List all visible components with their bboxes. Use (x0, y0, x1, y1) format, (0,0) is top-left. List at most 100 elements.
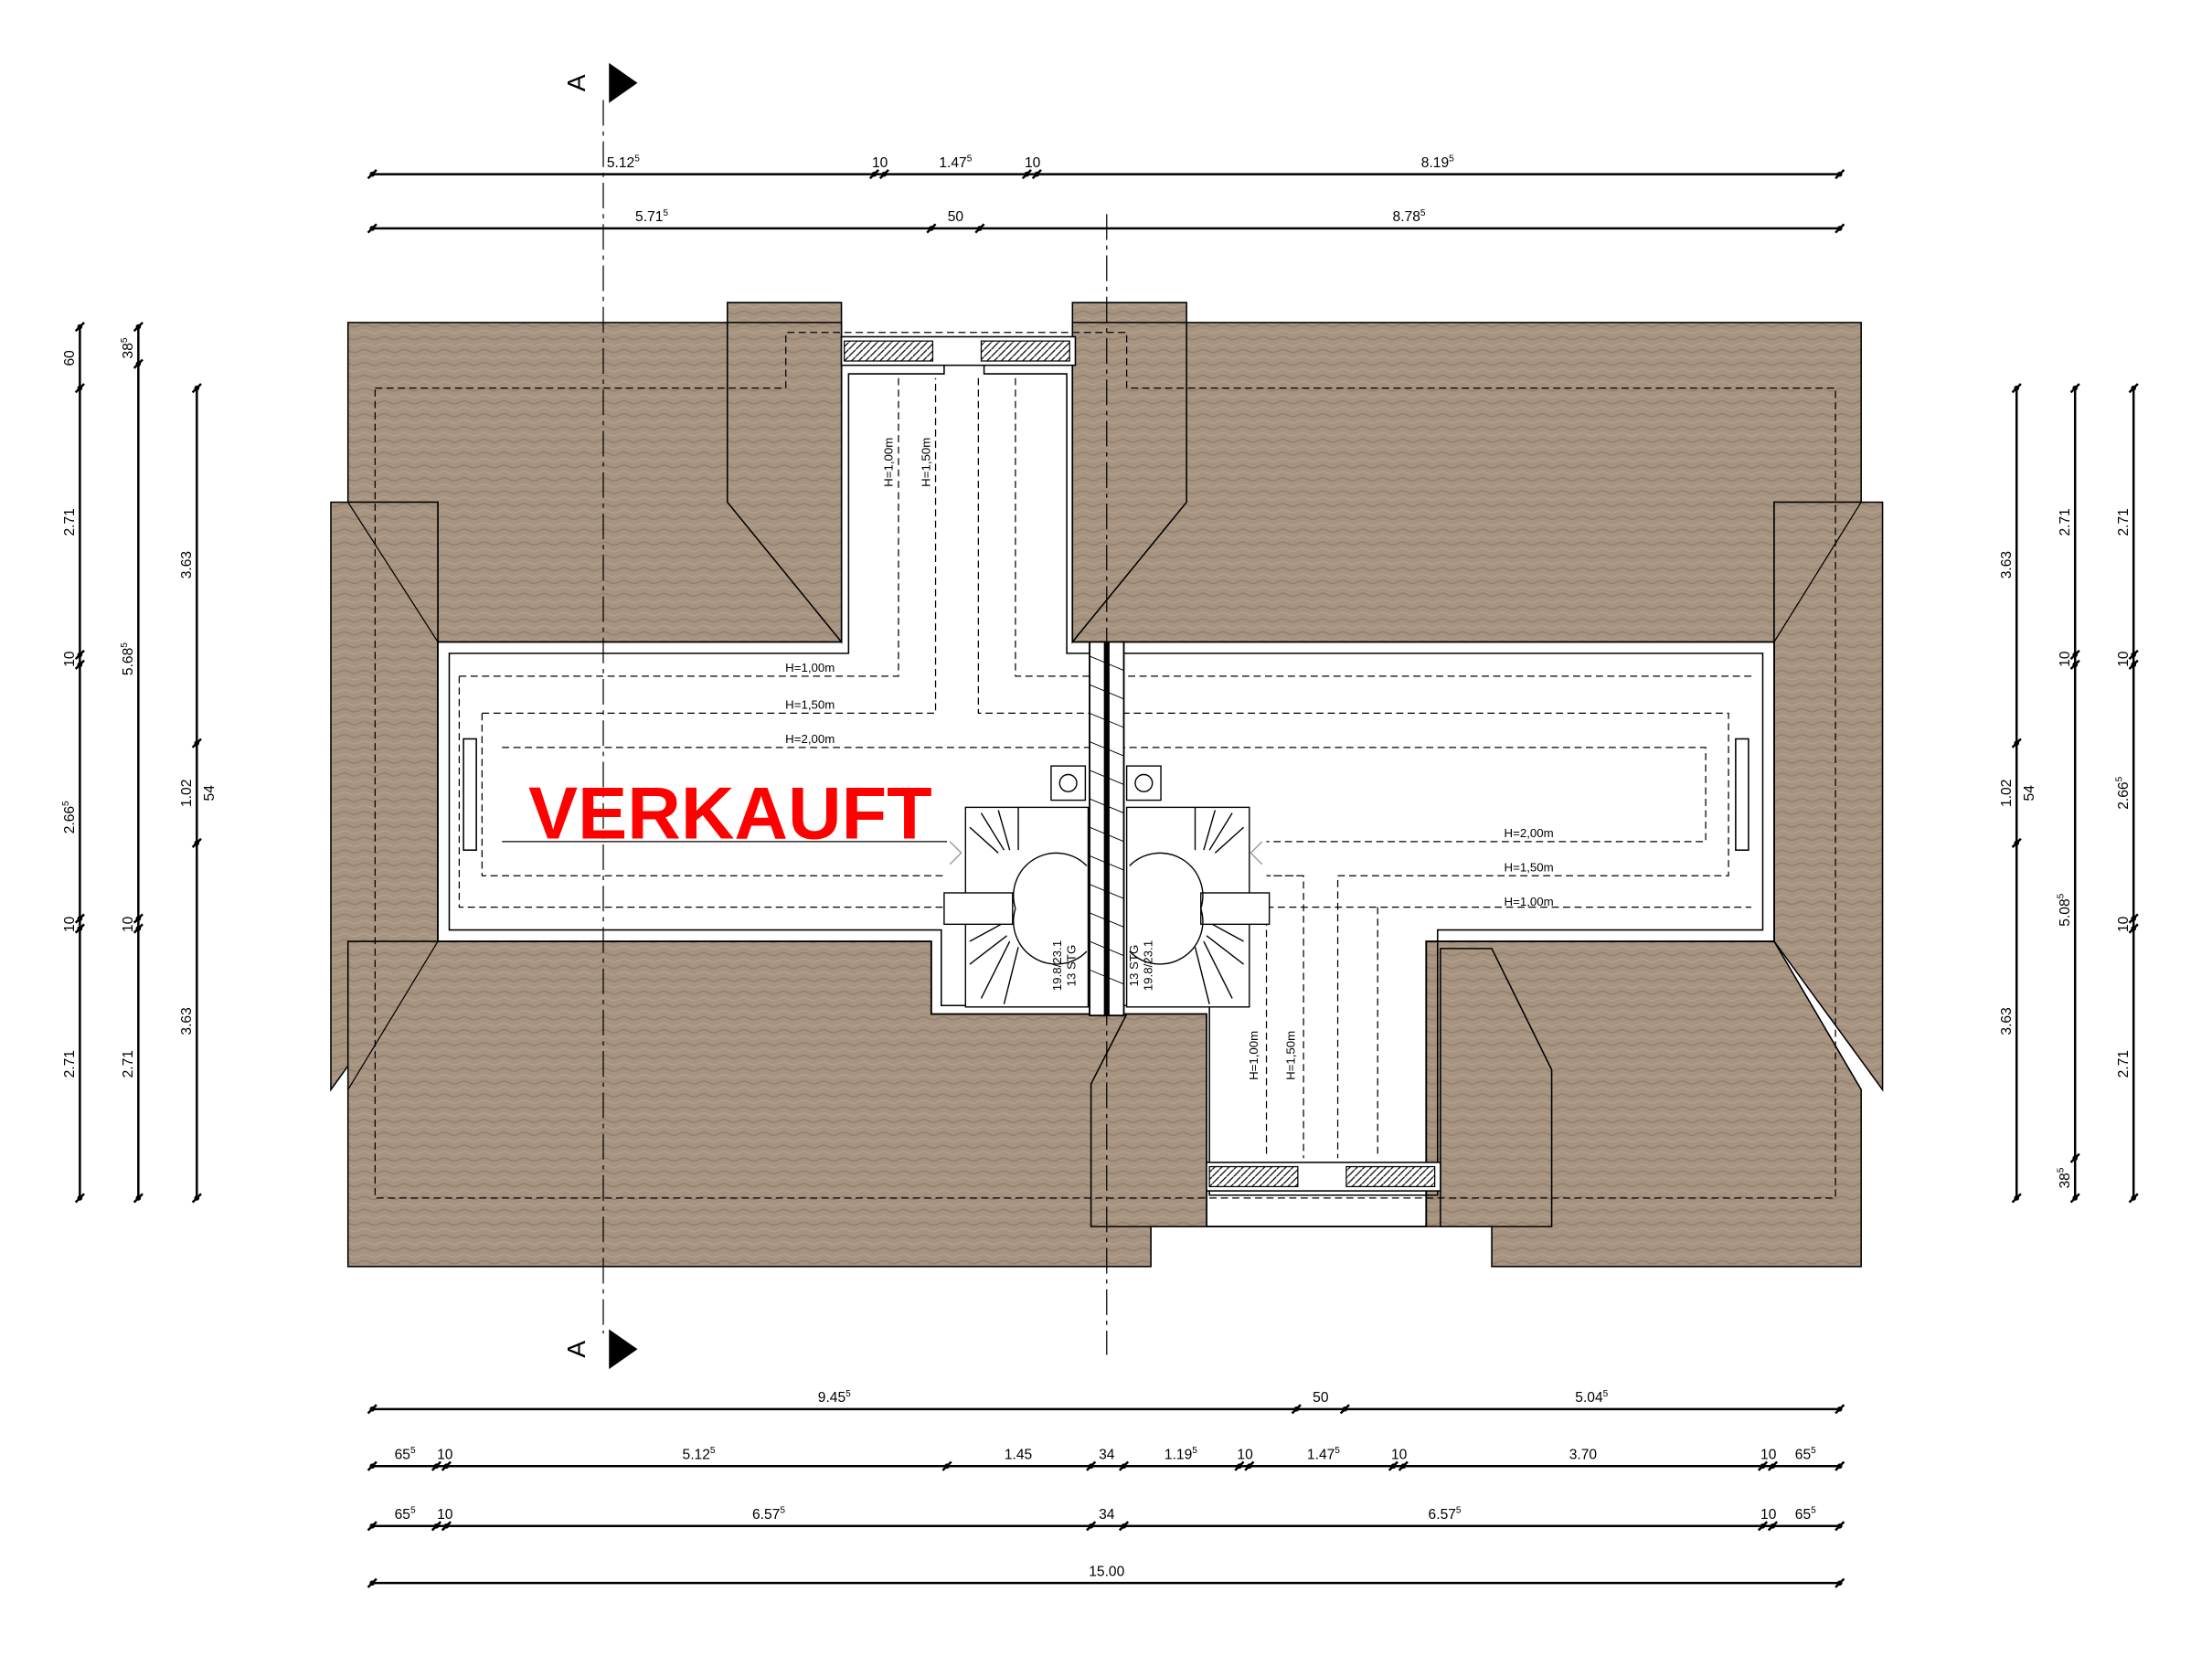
right_dims_outer-label: 10 (2116, 651, 2132, 667)
top_dims_row1-tick-mark (878, 169, 889, 180)
bottom_dims_row2-tick-mark (941, 1460, 952, 1471)
top_dims_row2-label: 50 (948, 209, 964, 225)
bottom_dims_row2-label: 10 (1391, 1447, 1408, 1462)
right_dims_outer-label: 2.71 (2116, 1050, 2132, 1077)
height-label-100-top: H=1,00m (785, 661, 835, 674)
right_dims_mid-label: 10 (2058, 651, 2073, 667)
left_dims_inner-tick-mark (191, 738, 202, 748)
bottom_dims_row2-tick-mark (1388, 1460, 1398, 1471)
height-label-150-dormer-bottom: H=1,50m (1284, 1031, 1298, 1080)
bottom_dims_row2-tick-mark (431, 1460, 442, 1471)
left_dims_inner-tick-mark (191, 1193, 202, 1204)
height-label-100-dormer-bottom: H=1,00m (1247, 1031, 1260, 1080)
right_dims_mid-tick-mark (2069, 383, 2080, 394)
right_dims_inner-label: 3.63 (1999, 551, 2015, 579)
right_dims_inner-label: 1.02 (1999, 780, 2015, 807)
top_dims_row2-tick-mark (1834, 223, 1845, 234)
right_dims_mid-tick-mark (2069, 659, 2080, 670)
top_dims_row2-tick-mark (926, 223, 937, 234)
section-markers (609, 62, 638, 1370)
left_dims_outer-tick-mark (74, 1193, 85, 1204)
roof-top-right (1071, 302, 1862, 643)
bottom_dims_row2-label: 10 (1237, 1447, 1253, 1462)
left_dims_outer-tick-mark (74, 923, 85, 934)
stair-right-count: 13 STG (1127, 945, 1141, 987)
left_dims_inner-label: 3.63 (179, 1007, 195, 1035)
bottom_dims_row2-label: 655 (1795, 1446, 1816, 1462)
left_dims_mid-label: 10 (121, 916, 136, 932)
bottom_dims_row1-label: 50 (1313, 1390, 1329, 1406)
bottom_dims_row3-tick-mark (1118, 1521, 1130, 1532)
height-label-200-top: H=2,00m (785, 732, 835, 746)
bottom_dims_row1-label: 9.455 (818, 1389, 851, 1406)
right_dims_mid-tick-mark (2069, 1152, 2080, 1163)
left_dims_inner-tick-mark (191, 837, 202, 848)
stair-right-size: 19.8/23.1 (1142, 940, 1155, 991)
sold-stamp: VERKAUFT (528, 773, 932, 855)
top_dims_row1-label: 5.125 (607, 154, 640, 171)
top_dims_row2-tick-mark (367, 223, 378, 234)
right_dims_inner-tick-mark (2011, 738, 2022, 748)
stairs (943, 765, 1271, 1008)
bottom_dims_row3-label: 6.575 (1429, 1506, 1462, 1523)
height-label-100-right: H=1,00m (1505, 895, 1554, 908)
bottom_dims_row2-tick-mark (1398, 1460, 1409, 1471)
bottom_dims_row2-label: 655 (395, 1446, 416, 1462)
left_dims_inner-label: 1.02 (179, 780, 195, 807)
bottom_dims_row3-tick-mark (1834, 1521, 1845, 1532)
top_dims_row2-label: 8.785 (1393, 208, 1426, 225)
bottom_dims_row1-label: 5.045 (1575, 1389, 1608, 1406)
bottom_dims_row3-label: 655 (395, 1506, 416, 1523)
dimension-lines (74, 169, 2139, 1588)
bottom_dims_row2-tick-mark (1834, 1460, 1845, 1471)
top_dims_row1-tick-mark (367, 169, 378, 180)
stair-left-size: 19.8/23.1 (1050, 940, 1064, 991)
left_dims_mid-label: 5.685 (120, 642, 136, 675)
right_dims_mid-label: 5.085 (2057, 893, 2073, 926)
left_dims_mid-label: 2.71 (121, 1050, 136, 1077)
height-labels: H=1,00m H=1,50m H=2,00m H=2,00m H=1,50m … (785, 438, 1554, 1080)
height-label-150-dormer-top: H=1,50m (919, 438, 932, 487)
right_dims_outer-label: 10 (2116, 916, 2132, 932)
bottom_dims_row4-tick-mark (1834, 1577, 1845, 1588)
top_dims_row1-label: 8.195 (1421, 154, 1454, 171)
height-label-100-dormer-top: H=1,00m (882, 438, 896, 487)
stair-left-count: 13 STG (1064, 945, 1078, 987)
left_dims_outer-tick-mark (74, 383, 85, 394)
section-axes (602, 100, 1108, 1355)
right_dims_outer-tick-mark (2128, 649, 2139, 660)
left_dims_mid-tick-mark (133, 913, 144, 924)
top_dims_row1-label: 1.475 (939, 154, 972, 171)
height-label-200-right: H=2,00m (1505, 826, 1554, 840)
windows (463, 335, 1749, 1192)
bottom_dims_row2-label: 10 (437, 1447, 453, 1462)
bottom_dims_row2-label: 3.70 (1569, 1447, 1598, 1462)
left_dims_outer-tick-mark (74, 321, 85, 333)
right_dims_outer-tick-mark (2128, 1193, 2139, 1204)
bottom_dims_row3-label: 34 (1099, 1507, 1115, 1523)
bottom_dims_row3-tick-mark (1086, 1521, 1097, 1532)
bottom_dims_row3-tick-mark (1767, 1521, 1778, 1532)
bottom_dims_row2-tick-mark (1118, 1460, 1130, 1471)
left_dims_inner-label: 54 (202, 785, 218, 801)
bottom_dims_row2-tick-mark (367, 1460, 378, 1471)
bottom_dims_row1-tick-mark (1834, 1404, 1845, 1415)
section-label-top: A (562, 74, 590, 91)
bottom_dims_row3-tick-mark (367, 1521, 378, 1532)
left_dims_outer-label: 2.71 (62, 508, 78, 536)
bottom_dims_row2-label: 1.195 (1164, 1446, 1197, 1462)
top_dims_row1-tick-mark (1021, 169, 1032, 180)
right_dims_outer-label: 2.665 (2115, 776, 2132, 809)
right_dims_mid-label: 2.71 (2058, 508, 2073, 536)
bottom_dims_row3-label: 6.575 (752, 1506, 785, 1523)
left_dims_outer-label: 10 (62, 916, 78, 932)
right_dims_inner-label: 54 (2022, 785, 2037, 801)
top_dims_row1-tick-mark (1031, 169, 1042, 180)
right_dims_outer-label: 2.71 (2116, 508, 2132, 536)
bottom_dims_row2-tick-mark (1086, 1460, 1097, 1471)
right_dims_outer-tick-mark (2128, 923, 2139, 934)
bottom_dims_row3-tick-mark (441, 1521, 452, 1532)
left_dims_outer-label: 2.665 (61, 801, 78, 833)
top_dims_row1-tick-mark (868, 169, 880, 180)
